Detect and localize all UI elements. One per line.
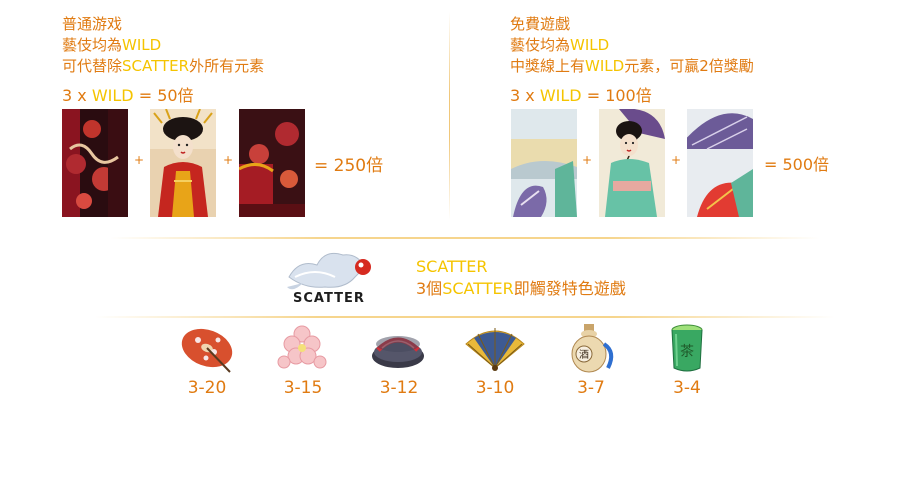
free-wild-card-right: [687, 109, 753, 217]
payout-label: 3-4: [673, 378, 701, 398]
fan-icon: [464, 322, 526, 374]
section-divider-horizontal: [95, 316, 835, 318]
umbrella-icon: [176, 322, 238, 374]
free-game-title: 免費遊戲: [510, 15, 571, 33]
wild-card-center: [150, 109, 216, 217]
section-divider-vertical: [449, 12, 450, 220]
svg-text:酒: 酒: [579, 349, 589, 361]
sake-bottle-icon: 酒: [560, 322, 622, 374]
tea-cup-icon: 茶: [656, 322, 718, 374]
payout-label: 3-15: [283, 378, 323, 398]
payout-label: 3-7: [577, 378, 605, 398]
free-game-panel: 免費遊戲 藝伎均為WILD 中獎線上有WILD元素，可贏2倍獎勵 3 x WIL…: [510, 14, 754, 106]
payout-label: 3-20: [187, 378, 227, 398]
normal-game-panel: 普通游戏 藝伎均為WILD 可代替除SCATTER外所有元素 3 x WILD …: [62, 14, 264, 106]
normal-game-result: = 250倍: [314, 156, 384, 176]
free-game-result: = 500倍: [764, 155, 830, 174]
symbol-sandals: 3-12: [364, 322, 434, 398]
symbol-umbrella: 3-20: [172, 322, 242, 398]
plus-sign: +: [223, 153, 234, 167]
payout-label: 3-12: [379, 378, 419, 398]
normal-game-formula: 3 x WILD = 50倍: [62, 86, 194, 105]
payout-label: 3-10: [475, 378, 515, 398]
plus-sign: +: [134, 153, 145, 167]
symbol-tea-cup: 茶 3-4: [652, 322, 722, 398]
section-divider-horizontal: [110, 237, 820, 239]
free-wild-card-center: [599, 109, 665, 217]
normal-game-wild-line: 藝伎均為WILD: [62, 36, 162, 54]
scatter-icon-text: SCATTER: [293, 291, 365, 306]
wild-card-left: [62, 109, 128, 217]
scatter-symbol: SCATTER: [285, 243, 377, 311]
symbol-sake-bottle: 酒 3-7: [556, 322, 626, 398]
symbol-fan: 3-10: [460, 322, 530, 398]
sakura-icon: [272, 322, 334, 374]
free-game-multiplier-line: 中獎線上有WILD元素，可贏2倍獎勵: [510, 57, 754, 75]
free-game-wild-line: 藝伎均為WILD: [510, 36, 610, 54]
plus-sign: +: [582, 153, 593, 167]
wild-card-right: [239, 109, 305, 217]
symbol-sakura: 3-15: [268, 322, 338, 398]
svg-text:茶: 茶: [680, 344, 694, 360]
free-game-formula: 3 x WILD = 100倍: [510, 86, 652, 105]
scatter-description: 3個SCATTER即觸發特色遊戲: [416, 279, 626, 298]
scatter-title: SCATTER: [416, 257, 488, 276]
free-wild-card-left: [511, 109, 577, 217]
normal-game-substitute-line: 可代替除SCATTER外所有元素: [62, 57, 265, 75]
scatter-info: SCATTER 3個SCATTER即觸發特色遊戲: [416, 256, 626, 299]
sandals-icon: [368, 322, 430, 374]
normal-game-title: 普通游戏: [62, 15, 123, 33]
plus-sign: +: [671, 153, 682, 167]
